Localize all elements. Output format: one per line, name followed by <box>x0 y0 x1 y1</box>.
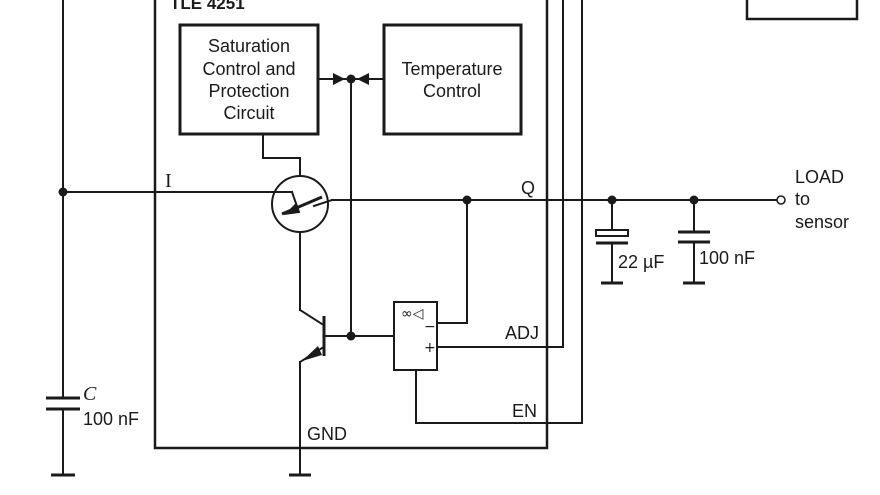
saturation-label-line1: Saturation <box>208 36 290 56</box>
output-ceramic-capacitor <box>678 199 710 285</box>
saturation-label-line3: Protection <box>208 81 289 101</box>
pin-gnd-label: GND <box>307 424 347 444</box>
pin-i-label: I <box>165 170 172 192</box>
load-terminal <box>776 195 786 205</box>
output-electrolytic-capacitor <box>595 199 629 285</box>
ic-name: TLE 4251 <box>170 0 245 13</box>
input-capacitor-value: 100 nF <box>83 409 139 429</box>
saturation-control-block <box>178 23 320 136</box>
opamp-symbol: ∞◁ <box>401 306 424 322</box>
arrow-right-icon <box>333 73 345 85</box>
arrow-left-icon <box>357 73 369 85</box>
pin-q-label: Q <box>521 178 535 198</box>
driver-emitter-arrow-icon <box>302 346 322 361</box>
load-label-line1: LOAD <box>795 167 844 187</box>
base-drive-wire <box>262 133 301 177</box>
temperature-label-line2: Control <box>423 81 481 101</box>
load-label-line2: to <box>795 189 810 209</box>
temperature-control-block <box>382 23 523 136</box>
saturation-label-line2: Control and <box>202 59 295 79</box>
emitter-arrow-icon <box>284 203 299 215</box>
load-label-line3: sensor <box>795 212 849 232</box>
saturation-label-line4: Circuit <box>223 103 274 123</box>
control-node <box>317 73 385 337</box>
error-amplifier: ∞◁ − + <box>393 301 438 371</box>
pin-en-label: EN <box>512 401 537 421</box>
input-capacitor-name: C <box>83 383 97 405</box>
opamp-minus-label: − <box>424 319 436 335</box>
electrolytic-capacitor-value: 22 µF <box>618 252 664 272</box>
adj-wire <box>436 0 564 348</box>
pin-adj-label: ADJ <box>505 323 539 343</box>
feedback-wire <box>436 199 468 324</box>
opamp-plus-label: + <box>424 340 436 356</box>
en-wire <box>415 0 583 424</box>
driver-transistor <box>289 308 395 477</box>
input-capacitor <box>46 396 80 477</box>
external-box <box>745 0 859 21</box>
temperature-label-line1: Temperature <box>401 59 502 79</box>
ceramic-capacitor-value: 100 nF <box>699 248 755 268</box>
pass-transistor <box>271 175 334 311</box>
